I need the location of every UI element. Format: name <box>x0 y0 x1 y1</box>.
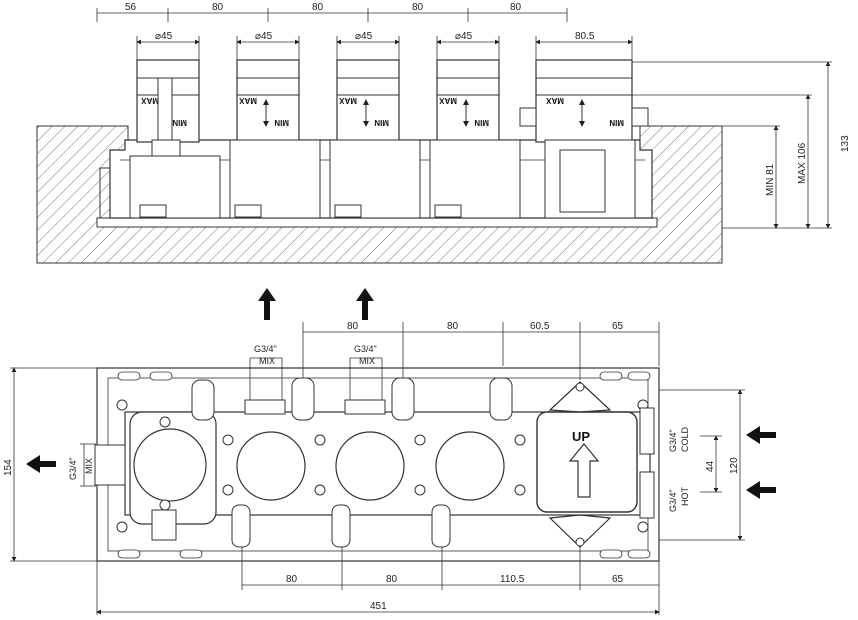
thermostat-module: UP <box>536 381 655 548</box>
min-label: MIN <box>172 118 187 127</box>
arrow-left-icon <box>26 455 56 473</box>
arrow-up-icon <box>356 288 374 320</box>
mounting-plate <box>96 217 658 228</box>
dim-65: 65 <box>612 574 624 585</box>
cartridge-3 <box>329 59 421 219</box>
cartridge-4 <box>429 59 521 219</box>
cold-label: COLD <box>680 426 690 452</box>
diameter-label: ⌀45 <box>355 31 373 42</box>
mix-thread-label: G3/4" <box>354 344 377 354</box>
max-label: MAX <box>439 96 457 105</box>
mix-label: MIX <box>359 356 375 366</box>
dim-154: 154 <box>3 459 14 476</box>
diameter-label: ⌀45 <box>455 31 473 42</box>
arrow-up-icon <box>568 443 600 498</box>
cartridge-5 <box>519 59 649 219</box>
dim-44: 44 <box>705 460 716 472</box>
max-label: MAX <box>239 96 257 105</box>
dim-80: 80 <box>510 2 522 13</box>
dim-110-5: 110.5 <box>500 574 525 585</box>
left-port-label: MIX <box>84 458 94 474</box>
hot-label: HOT <box>680 487 690 507</box>
up-label: UP <box>572 429 590 444</box>
dim-120: 120 <box>729 457 740 474</box>
port-2 <box>335 431 405 501</box>
dim-80: 80 <box>286 574 298 585</box>
dim-80: 80 <box>347 321 359 332</box>
port-1 <box>236 431 306 501</box>
dim-80: 80 <box>386 574 398 585</box>
min-label: MIN <box>374 118 389 127</box>
min-label: MIN <box>274 118 289 127</box>
dim-80: 80 <box>412 2 424 13</box>
dim-60-5: 60.5 <box>530 321 550 332</box>
dim-133: 133 <box>840 135 851 152</box>
cold-thread: G3/4" <box>668 429 678 452</box>
dim-80: 80 <box>212 2 224 13</box>
dim-max-106: MAX 106 <box>797 142 808 184</box>
max-label: MAX <box>339 96 357 105</box>
max-label: MAX <box>141 96 159 105</box>
dim-80: 80 <box>447 321 459 332</box>
min-label: MIN <box>609 118 624 127</box>
arrow-left-icon <box>746 426 776 444</box>
top-dimension-chain <box>96 8 568 22</box>
plan-view: UP 80 80 60.5 65 G3/4" MIX G3/4" <box>3 321 776 615</box>
arrow-left-icon <box>746 481 776 499</box>
port-3 <box>435 431 505 501</box>
diameter-label: ⌀45 <box>255 31 273 42</box>
hot-thread: G3/4" <box>668 489 678 512</box>
mix-label: MIX <box>259 356 275 366</box>
left-port-thread: G3/4" <box>68 457 78 480</box>
dim-65: 65 <box>612 321 624 332</box>
dim-451: 451 <box>370 601 387 612</box>
dim-80: 80 <box>312 2 324 13</box>
diverter-module <box>94 411 217 541</box>
width-80-5: 80.5 <box>575 31 595 42</box>
diameter-label: ⌀45 <box>155 31 173 42</box>
cartridge-1 <box>129 59 221 219</box>
max-label: MAX <box>546 96 564 105</box>
mix-thread-label: G3/4" <box>254 344 277 354</box>
cartridge-2 <box>229 59 321 219</box>
min-label: MIN <box>474 118 489 127</box>
flow-arrows-up <box>258 288 374 320</box>
dim-min-81: MIN 81 <box>765 163 776 196</box>
arrow-up-icon <box>258 288 276 320</box>
top-section-view: MAX MIN MAX MIN MAX MIN MAX MIN MAX MIN … <box>36 2 851 264</box>
dim-56: 56 <box>125 2 137 13</box>
